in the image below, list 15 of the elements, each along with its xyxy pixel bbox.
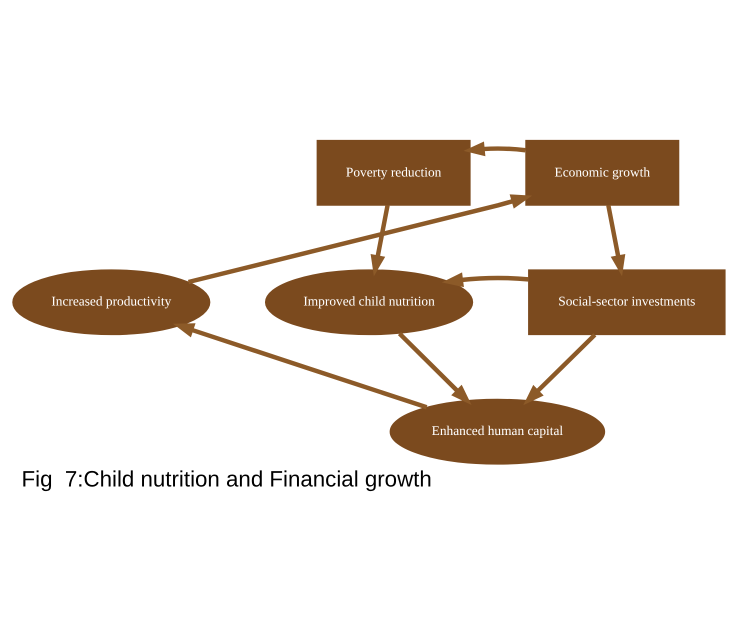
node-ellipse: Enhanced human capital	[390, 398, 606, 465]
arrow	[442, 272, 529, 288]
arrow	[173, 323, 428, 410]
arrow	[523, 333, 596, 406]
arrow	[370, 204, 390, 276]
node-ellipse: Increased productivity	[12, 269, 210, 336]
arrow	[398, 332, 472, 405]
arrow	[606, 204, 626, 276]
arrow	[188, 194, 532, 284]
node-ellipse: Improved child nutrition	[264, 269, 474, 336]
node-box: Poverty reduction	[316, 140, 471, 206]
node-box: Social-sector investments	[528, 269, 726, 336]
caption: Fig 7:Child nutrition and Financial growth	[22, 466, 432, 492]
arrow	[464, 141, 526, 156]
node-box: Economic growth	[525, 140, 680, 206]
